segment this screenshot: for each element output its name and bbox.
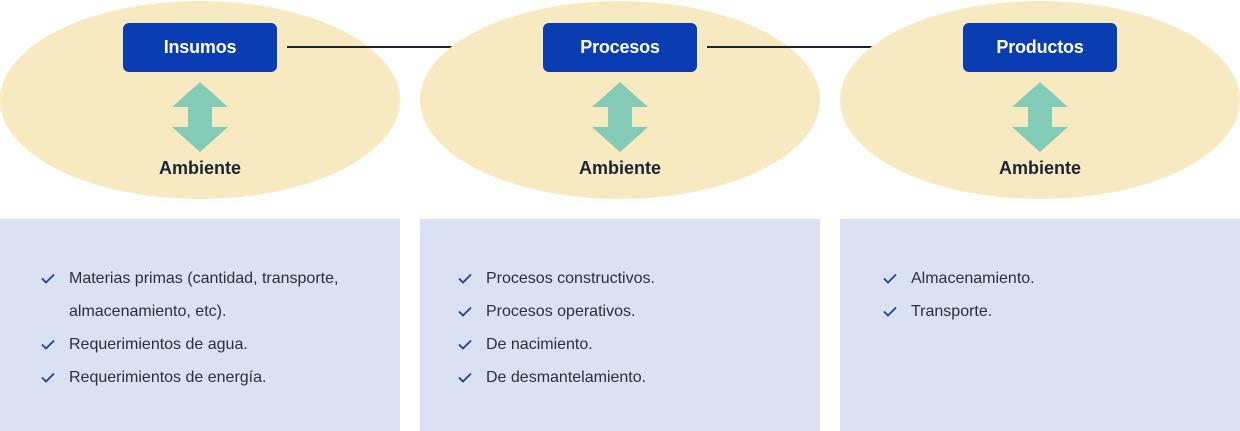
list-item: Materias primas (cantidad, transporte, a…: [41, 262, 371, 328]
checklist-productos: Almacenamiento. Transporte.: [883, 262, 1223, 328]
stage-box-insumos: Insumos: [123, 23, 277, 72]
list-item-label: De nacimiento.: [486, 336, 593, 353]
stage-box-productos: Productos: [963, 23, 1117, 72]
list-item-label: Requerimientos de energía.: [69, 369, 267, 386]
checkmark-icon: [883, 273, 897, 284]
list-item-label: Almacenamiento.: [911, 270, 1035, 287]
panel-insumos: Materias primas (cantidad, transporte, a…: [0, 219, 400, 431]
checkmark-icon: [458, 273, 472, 284]
list-item: Requerimientos de energía.: [41, 361, 371, 394]
checkmark-icon: [458, 306, 472, 317]
checkmark-icon: [458, 372, 472, 383]
list-item-label: Materias primas (cantidad, transporte, a…: [69, 270, 339, 320]
checkmark-icon: [883, 306, 897, 317]
list-item: De nacimiento.: [458, 328, 798, 361]
checklist-procesos: Procesos constructivos. Procesos operati…: [458, 262, 798, 394]
checkmark-icon: [41, 339, 55, 350]
list-item: Requerimientos de agua.: [41, 328, 371, 361]
double-arrow-vertical-icon: [172, 82, 228, 152]
list-item: Almacenamiento.: [883, 262, 1223, 295]
list-item: Transporte.: [883, 295, 1223, 328]
stage-box-procesos: Procesos: [543, 23, 697, 72]
list-item-label: Requerimientos de agua.: [69, 336, 248, 353]
checkmark-icon: [41, 273, 55, 284]
list-item: De desmantelamiento.: [458, 361, 798, 394]
environment-label-insumos: Ambiente: [158, 158, 241, 178]
list-item: Procesos operativos.: [458, 295, 798, 328]
double-arrow-vertical-icon: [1012, 82, 1068, 152]
checkmark-icon: [41, 372, 55, 383]
list-item-label: De desmantelamiento.: [486, 369, 647, 386]
double-arrow-vertical-icon: [592, 82, 648, 152]
environment-label-productos: Ambiente: [998, 158, 1081, 178]
list-item-label: Procesos operativos.: [486, 303, 636, 320]
checklist-insumos: Materias primas (cantidad, transporte, a…: [41, 262, 371, 394]
list-item: Procesos constructivos.: [458, 262, 798, 295]
list-item-label: Procesos constructivos.: [486, 270, 655, 287]
checkmark-icon: [458, 339, 472, 350]
list-item-label: Transporte.: [911, 303, 993, 320]
panel-productos: Almacenamiento. Transporte.: [840, 219, 1240, 431]
panel-procesos: Procesos constructivos. Procesos operati…: [420, 219, 820, 431]
environment-label-procesos: Ambiente: [578, 158, 661, 178]
